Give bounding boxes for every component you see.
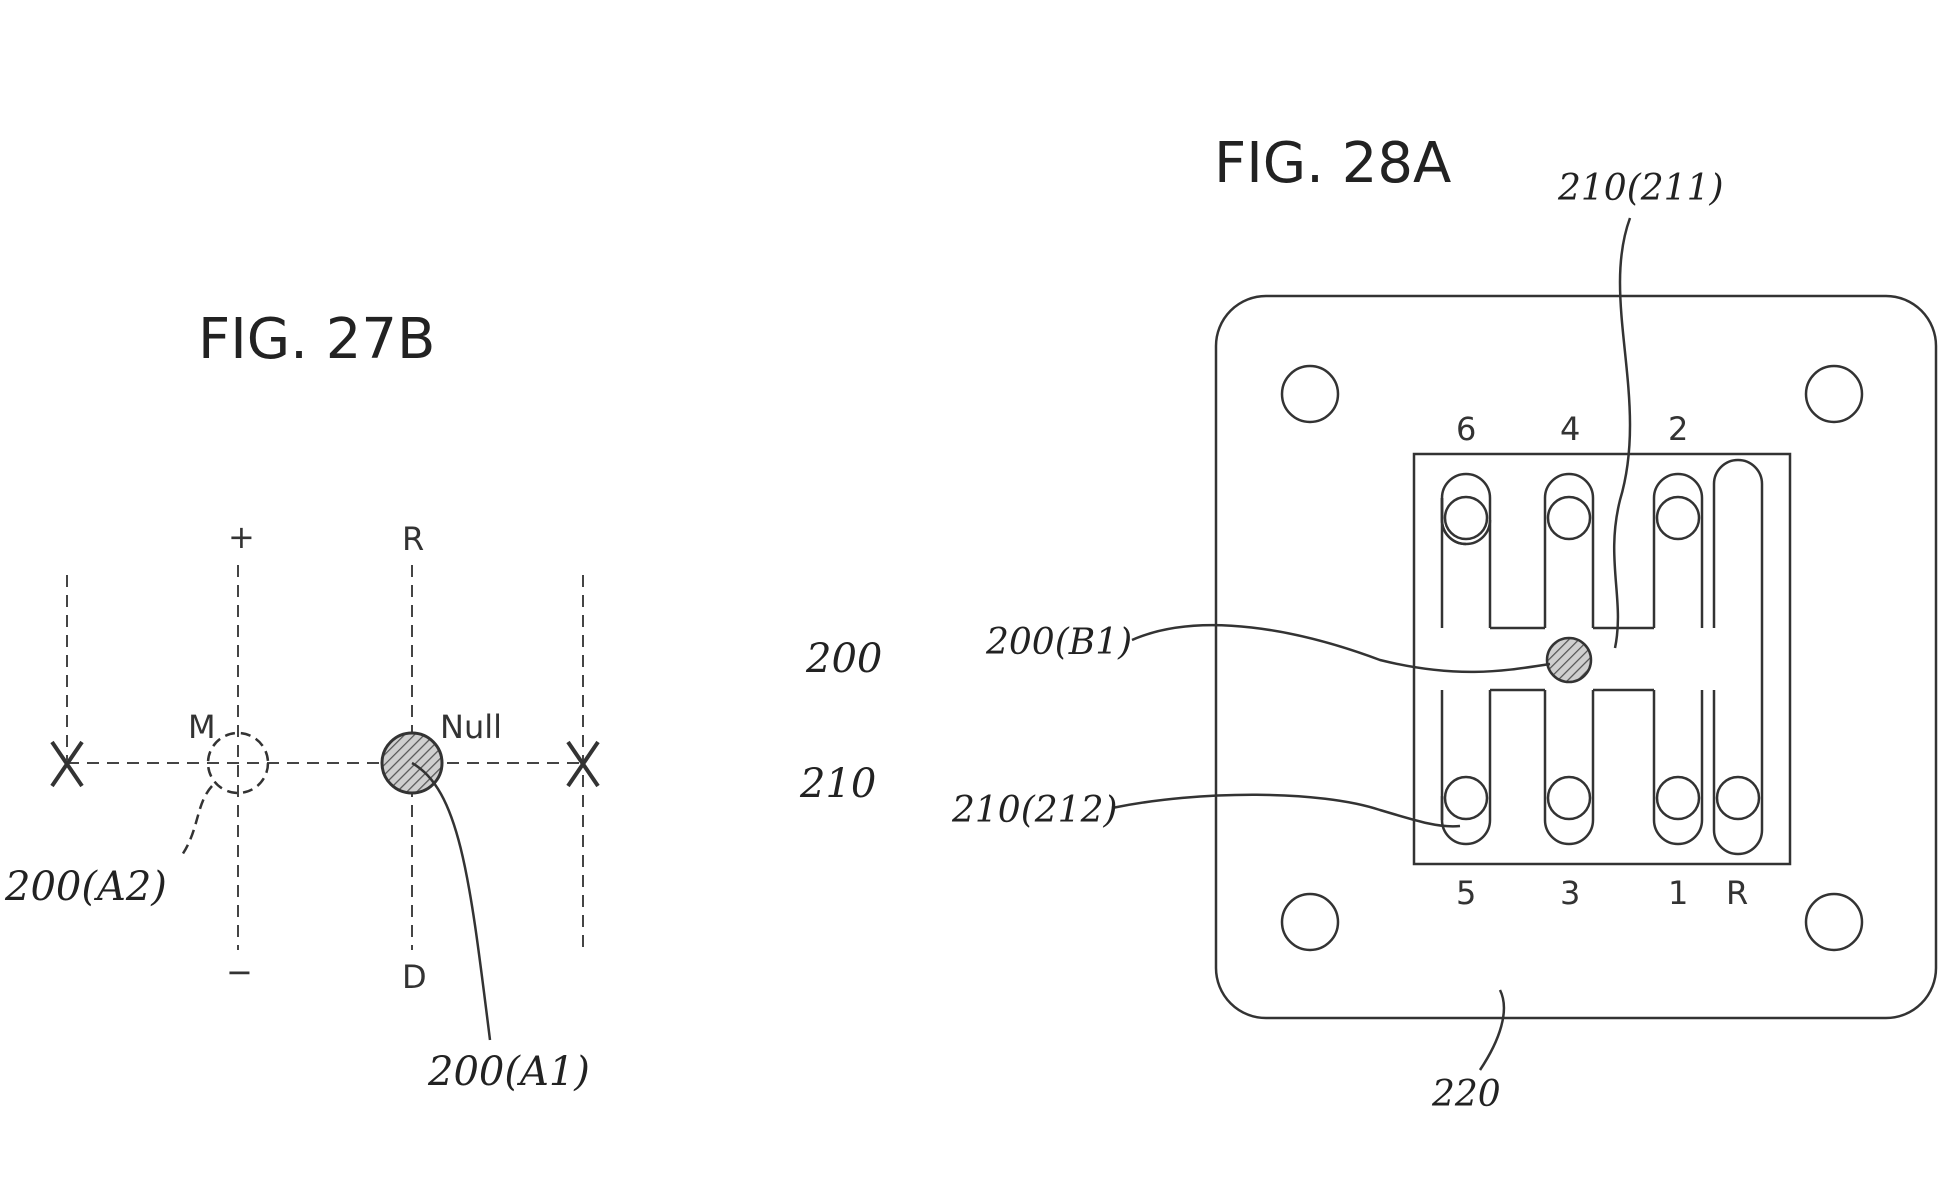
shift-gate-frame — [1412, 452, 1792, 866]
null-label: Null — [440, 708, 502, 746]
gear-label-4: 4 — [1560, 410, 1580, 448]
detent-3 — [1546, 775, 1592, 821]
gear-label-3: 3 — [1560, 874, 1580, 912]
base-plate-220 — [1214, 294, 1938, 1020]
detent-r — [1715, 775, 1761, 821]
mounting-hole-bottom-right — [1804, 892, 1864, 952]
leader-b1 — [1131, 623, 1551, 674]
detent-6 — [1443, 495, 1489, 541]
detent-1 — [1655, 775, 1701, 821]
mounting-hole-top-left — [1280, 364, 1340, 424]
ref-210-211: 210(211) — [1557, 168, 1724, 209]
fragment-200: 200 — [805, 636, 882, 682]
lever-position-b1-hatched-circle — [1545, 636, 1593, 684]
lever-position-m-dashed-circle — [206, 731, 270, 795]
gear-label-6: 6 — [1456, 410, 1476, 448]
ref-200-a2: 200(A2) — [4, 864, 167, 910]
leader-220 — [1478, 989, 1506, 1071]
detent-4 — [1546, 495, 1592, 541]
leader-211 — [1612, 217, 1632, 649]
gear-label-1: 1 — [1668, 874, 1688, 912]
leader-a2 — [178, 785, 213, 859]
mounting-hole-bottom-left — [1280, 892, 1340, 952]
ref-200-b1: 200(B1) — [985, 622, 1132, 663]
reverse-slot-outline — [1712, 458, 1764, 856]
gear-label-5: 5 — [1456, 874, 1476, 912]
leader-a1 — [411, 761, 492, 1041]
x-mark-right — [566, 740, 600, 788]
r-label: R — [402, 520, 424, 558]
plus-label: + — [228, 518, 255, 556]
ref-200-a1: 200(A1) — [427, 1049, 590, 1095]
lower-gate-slot-outline — [1440, 688, 1704, 846]
upper-gate-slot-outline — [1440, 472, 1704, 630]
x-mark-left — [50, 740, 84, 788]
leader-212 — [1111, 793, 1461, 828]
fragment-210: 210 — [799, 761, 876, 807]
d-label: D — [402, 958, 427, 996]
fig-28a-title: FIG. 28A — [1214, 131, 1451, 196]
m-label: M — [188, 708, 216, 746]
gear-label-r: R — [1726, 874, 1748, 912]
ref-220: 220 — [1431, 1074, 1501, 1115]
cut-off-fragments: 200 210 — [799, 636, 882, 807]
minus-label: − — [226, 953, 253, 991]
fig-27b: FIG. 27B + − R D M Null 200(A2) 200(A1) — [4, 307, 600, 1095]
detent-2 — [1655, 495, 1701, 541]
mounting-hole-top-right — [1804, 364, 1864, 424]
fig-28a: FIG. 28A 6 4 2 5 3 1 R — [951, 131, 1938, 1115]
ref-210-212: 210(212) — [951, 790, 1118, 831]
detent-5 — [1443, 775, 1489, 821]
gear-label-2: 2 — [1668, 410, 1688, 448]
fig-27b-title: FIG. 27B — [198, 307, 435, 372]
